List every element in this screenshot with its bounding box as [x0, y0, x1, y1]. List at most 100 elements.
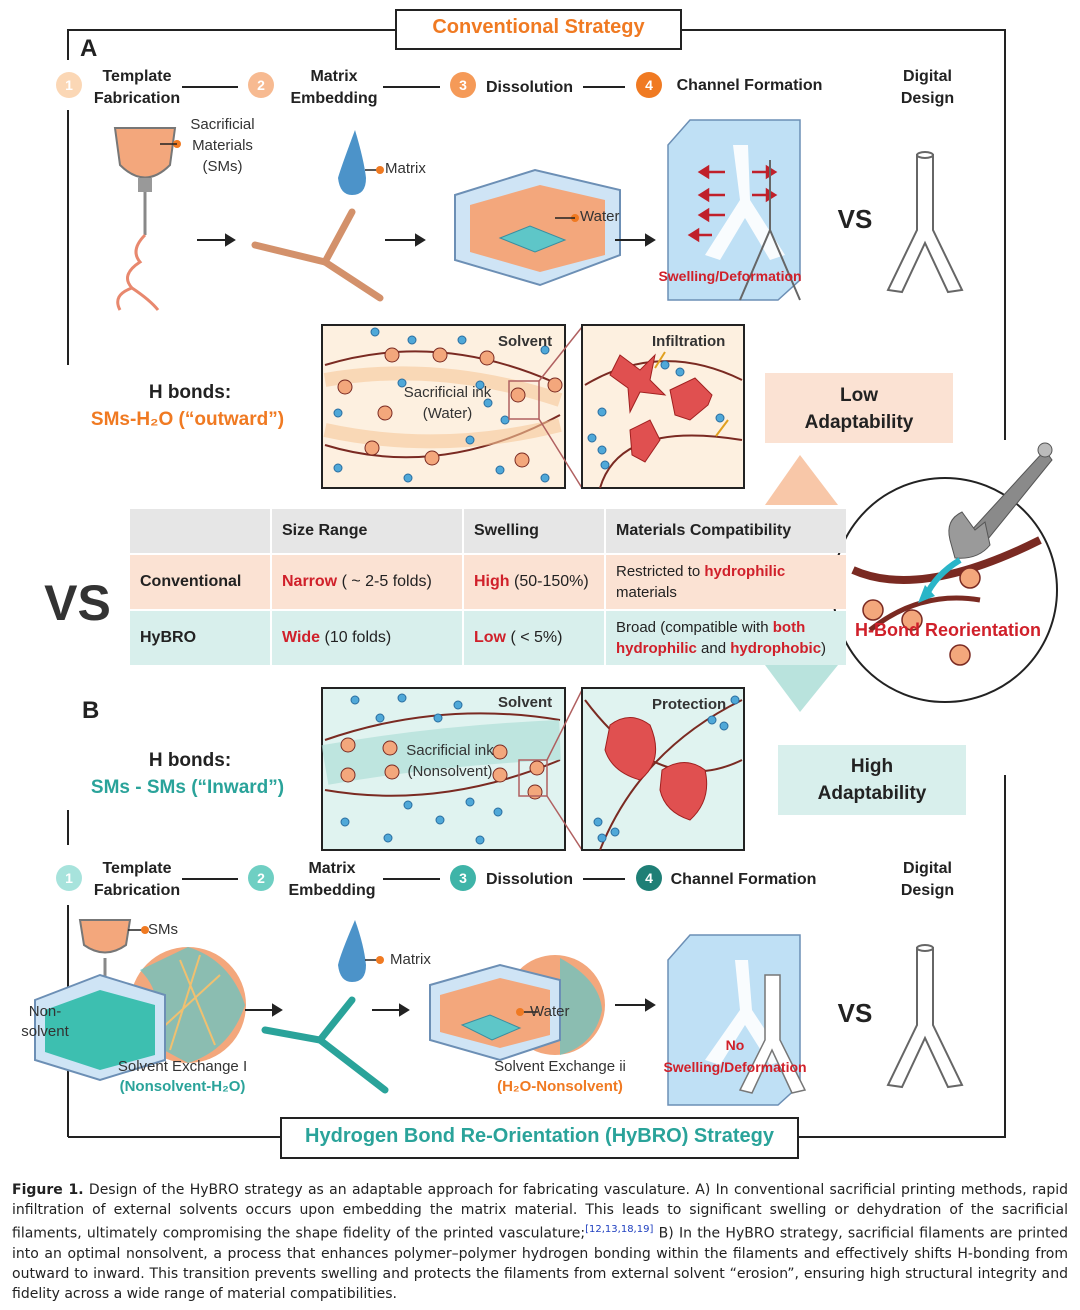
matrix-drop-b-icon	[338, 920, 384, 982]
inset-b-network	[321, 687, 583, 851]
digital-design-b-icon	[886, 944, 964, 1089]
low-adaptability-label: Low Adaptability	[804, 385, 914, 433]
down-arrow-icon	[765, 665, 838, 712]
swell-key: High	[474, 573, 510, 590]
high-adaptability-label: High Adaptability	[817, 756, 927, 804]
hybro-banner	[280, 1117, 799, 1159]
table-header-cell: Materials Compatibility	[606, 509, 846, 553]
step-b2-label: Matrix Embedding	[288, 860, 376, 899]
step-a2-badge: 2	[248, 72, 274, 98]
hbonds-a-type: SMs-H₂O (“outward”)	[90, 409, 285, 430]
table-header-cell: Size Range	[272, 509, 462, 553]
compat-mid: and	[696, 640, 731, 657]
table-header-cell: Swelling	[464, 509, 604, 553]
printer-nozzle-icon	[113, 127, 181, 311]
size-key: Wide	[282, 629, 321, 646]
digital-design-a-label: Digital Design	[900, 68, 955, 107]
water-a-label: Water	[580, 208, 620, 225]
vs-b-label: VS	[837, 998, 873, 1028]
cell-swelling-conventional: High (50-150%)	[464, 555, 604, 609]
row-label-hybro: HyBRO	[130, 611, 270, 665]
caption-refs: [12,13,18,19]	[585, 1224, 654, 1235]
up-arrow-icon	[765, 455, 838, 505]
big-vs-label: VS	[44, 575, 111, 631]
nonsolvent-label: Non- solvent	[21, 1003, 69, 1040]
step-b4-label: Channel Formation	[670, 871, 817, 888]
step-b4-badge: 4	[636, 865, 662, 891]
step-a4-label: Channel Formation	[676, 77, 823, 94]
low-adaptability-box	[765, 373, 953, 443]
compat-key3: hydrophobic	[730, 640, 822, 657]
cell-compat-conventional: Restricted to hydrophilic materials	[606, 555, 846, 609]
table-header-cell	[130, 509, 270, 553]
caption-text-2: B) In the HyBRO strategy, sacrificial fi…	[12, 1225, 1069, 1302]
swell-rest: ( < 5%)	[506, 629, 563, 646]
solvent-exchange-1-sub: (Nonsolvent-H₂O)	[119, 1078, 246, 1095]
inset-b-protection	[581, 687, 745, 851]
table-row: HyBRO Wide (10 folds) Low ( < 5%) Broad …	[130, 611, 846, 665]
matrix-a-label: Matrix	[385, 160, 426, 177]
size-key: Narrow	[282, 573, 338, 590]
digital-design-icon	[886, 151, 964, 294]
inset-a-infiltration-label: Infiltration	[652, 333, 726, 350]
step-b3-badge: 3	[450, 865, 476, 891]
solvent-exchange-1-label: Solvent Exchange I	[117, 1058, 248, 1075]
clean-channel-icon	[667, 934, 807, 1106]
caption-fig-label: Figure 1.	[12, 1182, 84, 1198]
inset-a-infiltration	[581, 324, 745, 489]
step-a3-badge: 3	[450, 72, 476, 98]
hbonds-b-title: H bonds:	[148, 750, 232, 771]
inset-b-solvent-label: Solvent	[498, 694, 553, 711]
panel-b-letter: B	[82, 697, 100, 724]
h-bond-reorientation-icon	[832, 442, 1058, 703]
matrix-b-label: Matrix	[390, 951, 431, 968]
cell-size-conventional: Narrow ( ~ 2-5 folds)	[272, 555, 462, 609]
water-box-b-icon	[429, 955, 605, 1062]
cell-compat-hybro: Broad (compatible with both hydrophilic a…	[606, 611, 846, 665]
compat-post: )	[821, 640, 827, 657]
matrix-drop-icon	[338, 130, 384, 195]
compat-key2: hydrophilic	[616, 640, 697, 657]
hbonds-a-title: H bonds:	[148, 382, 232, 403]
inset-b-protection-label: Protection	[652, 696, 727, 713]
caption-text: Design of the HyBRO strategy as an adapt…	[12, 1182, 1068, 1242]
compat-key: hydrophilic	[704, 563, 786, 580]
high-adaptability-box	[778, 745, 966, 815]
swell-rest: (50-150%)	[509, 573, 589, 590]
compat-pre: Broad (compatible with	[616, 619, 773, 636]
row-label-conventional: Conventional	[130, 555, 270, 609]
water-box-icon	[454, 168, 621, 287]
panel-a-frame	[67, 29, 1006, 440]
no-swelling-label: No Swelling/Deformation	[663, 1037, 807, 1075]
swelling-deformation-label: Swelling/Deformation	[658, 268, 802, 284]
step-a4-badge: 4	[636, 72, 662, 98]
compat-post: materials	[616, 584, 677, 601]
conventional-banner	[395, 9, 682, 50]
table-row: Conventional Narrow ( ~ 2-5 folds) High …	[130, 555, 846, 609]
inset-a-ink-label: Sacrificial ink (Water)	[403, 384, 492, 422]
hybro-banner-title: Hydrogen Bond Re-Orientation (HyBRO) Str…	[305, 1125, 774, 1147]
sms-label: SMs	[148, 921, 178, 938]
teal-filament-icon	[261, 996, 389, 1094]
inset-a-network	[321, 324, 583, 489]
inset-b-ink-label: Sacrificial ink (Nonsolvent)	[406, 742, 494, 780]
solvent-exchange-2-label: Solvent Exchange ii	[494, 1058, 626, 1075]
compat-pre: Restricted to	[616, 563, 705, 580]
solvent-exchange-2-sub: (H₂O-Nonsolvent)	[497, 1078, 623, 1095]
size-rest: (10 folds)	[320, 629, 392, 646]
cell-size-hybro: Wide (10 folds)	[272, 611, 462, 665]
step-b2-badge: 2	[248, 865, 274, 891]
step-b1-badge: 1	[56, 865, 82, 891]
step-b3-label: Dissolution	[485, 871, 574, 888]
sacrificial-materials-label: Sacrificial Materials (SMs)	[190, 116, 255, 175]
digital-design-b-label: Digital Design	[900, 860, 955, 899]
step-b1-label: Template Fabrication	[93, 860, 181, 899]
figure-artwork	[34, 29, 1058, 1138]
step-a3-label: Dissolution	[485, 79, 574, 96]
filament-icon	[251, 208, 384, 302]
compat-key1: both	[772, 619, 806, 636]
inset-a-solvent-label: Solvent	[498, 333, 553, 350]
nonsolvent-bath-icon	[34, 919, 246, 1082]
figure-caption: Figure 1. Design of the HyBRO strategy a…	[12, 1180, 1068, 1304]
panel-a-letter: A	[80, 35, 98, 62]
